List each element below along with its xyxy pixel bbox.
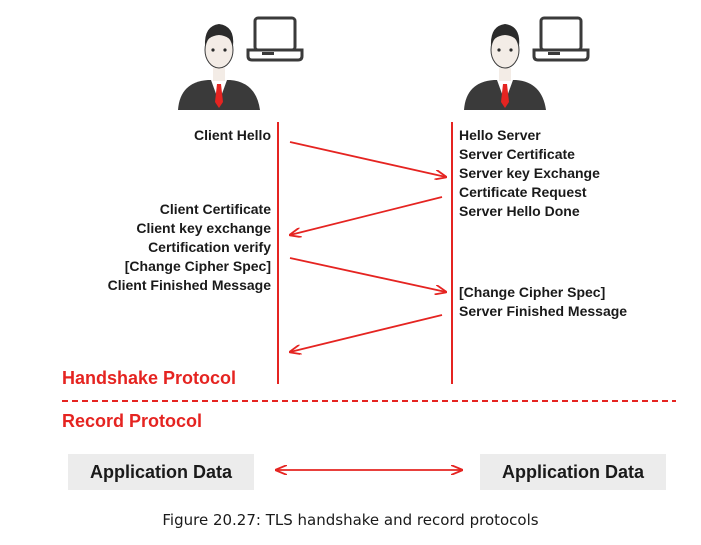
server-person-icon xyxy=(464,24,546,110)
arrow-client-hello xyxy=(289,141,446,177)
application-data-box-server: Application Data xyxy=(480,454,666,490)
server-laptop-icon xyxy=(532,16,590,62)
server-message: Server Certificate xyxy=(459,146,575,162)
arrow-server-finished xyxy=(290,314,443,352)
application-data-label: Application Data xyxy=(501,461,644,482)
client-message-group: Client Certificate Client key exchange C… xyxy=(108,200,271,295)
handshake-protocol-label: Handshake Protocol xyxy=(62,368,237,388)
client-message: Certification verify xyxy=(148,239,271,255)
client-hello-label: Client Hello xyxy=(193,127,271,143)
client-message: Client Finished Message xyxy=(107,277,271,293)
record-protocol-label: Record Protocol xyxy=(62,411,203,431)
client-laptop-icon xyxy=(246,16,304,62)
client-message: Client Certificate xyxy=(159,201,271,217)
arrow-client-finished xyxy=(289,257,446,292)
server-message-group-2: [Change Cipher Spec] Server Finished Mes… xyxy=(459,283,627,321)
client-message: Client key exchange xyxy=(136,220,271,236)
arrow-server-hello-done xyxy=(290,196,443,235)
figure-caption: Figure 20.27: TLS handshake and record p… xyxy=(162,511,539,529)
server-message: [Change Cipher Spec] xyxy=(459,284,606,300)
server-message: Server key Exchange xyxy=(459,165,600,181)
application-data-label: Application Data xyxy=(89,461,232,482)
server-message: Server Finished Message xyxy=(459,303,628,319)
server-message: Certificate Request xyxy=(459,184,587,200)
application-data-box-client: Application Data xyxy=(68,454,254,490)
client-person-icon xyxy=(178,24,260,110)
server-message: Server Hello Done xyxy=(459,203,580,219)
server-message: Hello Server xyxy=(459,127,541,143)
client-message: [Change Cipher Spec] xyxy=(124,258,271,274)
server-message-group-1: Hello Server Server Certificate Server k… xyxy=(459,126,600,221)
